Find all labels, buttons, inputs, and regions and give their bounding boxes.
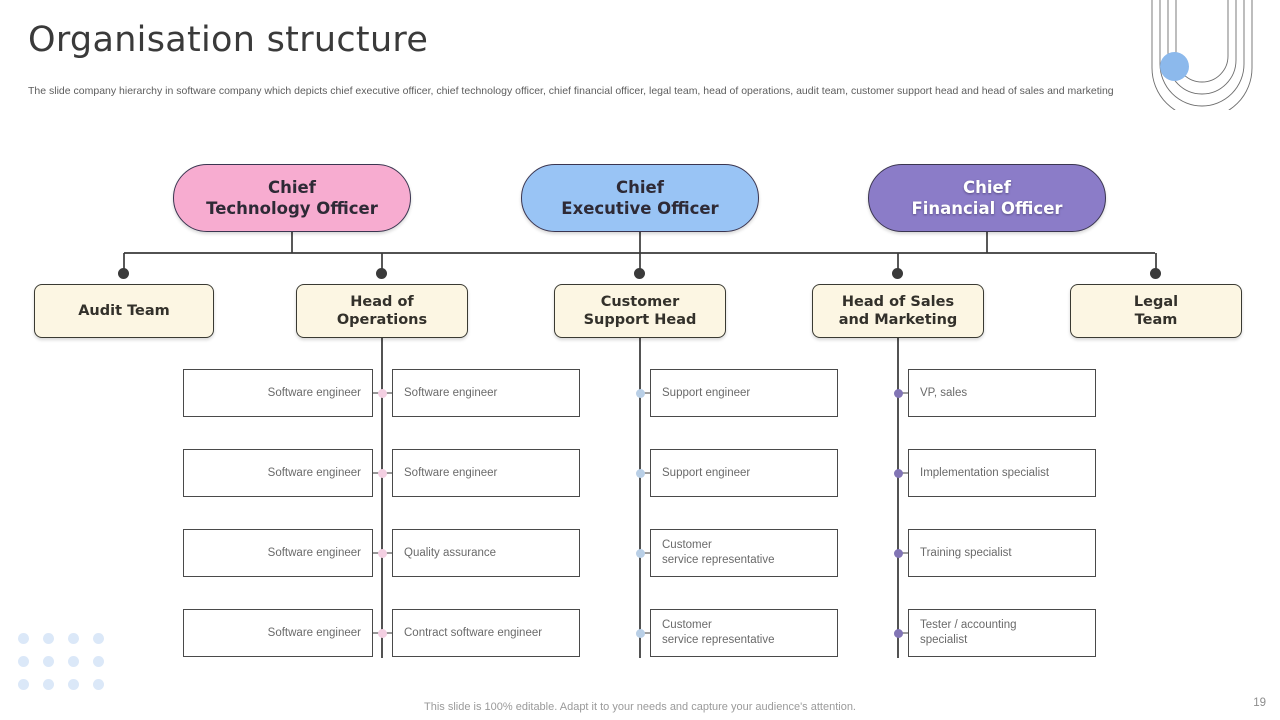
leaf-line-2: service representative — [662, 634, 775, 646]
leaf-line-1: Tester / accounting — [920, 619, 1017, 631]
column-nub — [894, 469, 903, 478]
node-chief-executive-officer[interactable]: Chief Executive Officer — [521, 164, 759, 232]
dot-grid-decoration — [18, 633, 118, 702]
node-head-of-operations[interactable]: Head of Operations — [296, 284, 468, 338]
connector-dot — [634, 268, 645, 279]
leaf-line-1: Software engineer — [267, 626, 361, 639]
leaf-node[interactable]: Training specialist — [908, 529, 1096, 577]
node-chief-financial-officer[interactable]: Chief Financial Officer — [868, 164, 1106, 232]
column-nub — [894, 549, 903, 558]
node-line-1: Head of — [350, 294, 414, 310]
leaf-node[interactable]: VP, sales — [908, 369, 1096, 417]
leaf-node[interactable]: Software engineer — [392, 449, 580, 497]
leaf-node[interactable]: Software engineer — [183, 609, 373, 657]
leaf-node[interactable]: Support engineer — [650, 449, 838, 497]
column-nub — [636, 389, 645, 398]
column-nub — [378, 469, 387, 478]
leaf-node[interactable]: Contract software engineer — [392, 609, 580, 657]
leaf-line-1: Implementation specialist — [920, 466, 1050, 479]
column-nub — [636, 629, 645, 638]
node-legal-team[interactable]: Legal Team — [1070, 284, 1242, 338]
node-line-2: Executive Officer — [561, 199, 719, 218]
leaf-node[interactable]: Support engineer — [650, 369, 838, 417]
node-chief-technology-officer[interactable]: Chief Technology Officer — [173, 164, 411, 232]
connector-dot — [376, 268, 387, 279]
leaf-node[interactable]: Software engineer — [392, 369, 580, 417]
node-customer-support-head[interactable]: Customer Support Head — [554, 284, 726, 338]
node-line-1: Head of Sales — [841, 294, 955, 310]
column-nub — [894, 389, 903, 398]
leaf-line-1: Contract software engineer — [404, 626, 543, 639]
node-line-2: Operations — [336, 312, 428, 328]
column-nub — [378, 629, 387, 638]
node-head-of-sales-and-marketing[interactable]: Head of Sales and Marketing — [812, 284, 984, 338]
leaf-line-1: Software engineer — [404, 386, 498, 399]
node-line-1: Legal — [1133, 294, 1179, 310]
column-nub — [636, 469, 645, 478]
connector-dot — [1150, 268, 1161, 279]
leaf-line-1: Support engineer — [662, 386, 751, 399]
node-line-2: Financial Officer — [911, 199, 1063, 218]
node-line-2: Team — [1134, 312, 1178, 328]
leaf-line-1: Software engineer — [267, 466, 361, 479]
leaf-node[interactable]: Quality assurance — [392, 529, 580, 577]
node-line-2: and Marketing — [838, 312, 958, 328]
leaf-node[interactable]: Software engineer — [183, 449, 373, 497]
leaf-node[interactable]: Software engineer — [183, 529, 373, 577]
leaf-line-2: service representative — [662, 554, 775, 566]
node-line-1: Chief — [963, 178, 1011, 197]
leaf-line-2: specialist — [920, 634, 968, 646]
accent-circle-decoration — [1160, 52, 1189, 81]
column-nub — [894, 629, 903, 638]
leaf-line-1: Support engineer — [662, 466, 751, 479]
leaf-line-1: Customer — [662, 619, 712, 631]
leaf-node[interactable]: Customer service representative — [650, 609, 838, 657]
node-line-1: Chief — [616, 178, 664, 197]
leaf-line-1: Software engineer — [267, 546, 361, 559]
page-subtitle: The slide company hierarchy in software … — [28, 85, 1114, 97]
node-line-1: Chief — [268, 178, 316, 197]
column-nub — [378, 549, 387, 558]
page-number: 19 — [1253, 697, 1266, 709]
node-line-1: Customer — [600, 294, 680, 310]
leaf-line-1: Quality assurance — [404, 546, 497, 559]
leaf-node[interactable]: Software engineer — [183, 369, 373, 417]
leaf-node[interactable]: Customer service representative — [650, 529, 838, 577]
page-title: Organisation structure — [28, 20, 429, 60]
footer-note: This slide is 100% editable. Adapt it to… — [424, 701, 856, 713]
column-nub — [378, 389, 387, 398]
node-line-1: Audit Team — [78, 303, 170, 319]
leaf-line-1: Software engineer — [404, 466, 498, 479]
leaf-node[interactable]: Implementation specialist — [908, 449, 1096, 497]
leaf-line-1: VP, sales — [920, 386, 968, 399]
leaf-line-1: Software engineer — [267, 386, 361, 399]
column-nub — [636, 549, 645, 558]
leaf-line-1: Customer — [662, 539, 712, 551]
connector-dot — [118, 268, 129, 279]
node-line-2: Support Head — [583, 312, 697, 328]
node-line-2: Technology Officer — [206, 199, 378, 218]
leaf-node[interactable]: Tester / accounting specialist — [908, 609, 1096, 657]
connector-dot — [892, 268, 903, 279]
leaf-line-1: Training specialist — [920, 546, 1012, 559]
node-audit-team[interactable]: Audit Team — [34, 284, 214, 338]
